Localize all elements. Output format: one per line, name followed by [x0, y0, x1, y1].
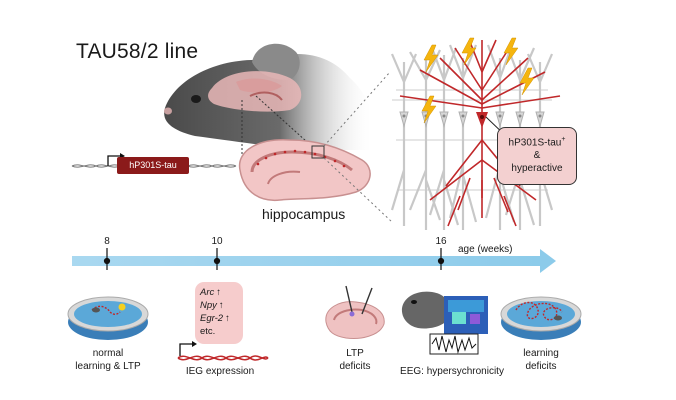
ieg-gene-row: Arc↑ [200, 286, 230, 299]
caption-normal: normal learning & LTP [63, 348, 153, 373]
up-arrow-icon: ↑ [218, 300, 224, 311]
zoom-lines [323, 71, 393, 223]
gene-name: Arc [200, 287, 215, 298]
tau-callout-sup: + [561, 136, 566, 143]
transgene-label: hP301S-tau [117, 157, 189, 174]
eeg-icon [401, 291, 488, 355]
mouse-head-illustration [164, 43, 375, 150]
tau-neuron-soma [476, 112, 488, 128]
ieg-etc: etc. [200, 326, 216, 337]
caption-ieg: IEG expression [185, 366, 255, 377]
caption-ltp-line2: deficits [339, 360, 371, 372]
water-maze-deficit-icon [500, 296, 582, 340]
diagram-title: TAU58/2 line [76, 40, 199, 63]
caption-ltp-line1: LTP [346, 348, 364, 359]
hippocampus-illustration [238, 139, 371, 202]
tau-callout-box: hP301S-tau+ & hyperactive [497, 127, 577, 185]
timeline-ticks [103, 248, 445, 270]
transgene-dna [71, 164, 237, 168]
caption-ltp: LTP deficits [325, 348, 385, 373]
caption-normal-line1: normal [92, 348, 124, 359]
neuron-field [390, 37, 561, 230]
tick-label-16: 16 [435, 236, 447, 247]
ieg-gene-row: Egr-2↑ [200, 312, 230, 325]
tau-callout-line2: & [533, 150, 541, 162]
tau-callout-line3: hyperactive [511, 163, 563, 175]
gene-name: Egr-2 [200, 313, 224, 324]
up-arrow-icon: ↑ [225, 313, 230, 324]
caption-learning-line1: learning [523, 348, 559, 359]
promoter-arrow [107, 155, 120, 166]
timeline-axis-label: age (weeks) [458, 244, 513, 255]
tau-callout-line1: hP301S-tau [508, 137, 562, 149]
water-maze-normal-icon [67, 296, 149, 340]
tick-label-10: 10 [211, 236, 223, 247]
hippocampus-label: hippocampus [262, 206, 346, 222]
up-arrow-icon: ↑ [216, 287, 221, 298]
caption-learning: learning deficits [511, 348, 571, 373]
ltp-slice-icon [325, 285, 385, 339]
timeline-arrow [72, 249, 556, 273]
caption-learning-line2: deficits [525, 360, 557, 372]
gene-name: Npy [200, 300, 217, 311]
ieg-gene-row: Npy↑ [200, 299, 230, 312]
ieg-promoter-arrow [179, 343, 192, 356]
tick-label-8: 8 [104, 236, 110, 247]
lightning-icons [421, 37, 535, 124]
ieg-gene-box [195, 282, 243, 344]
caption-normal-line2: learning & LTP [75, 360, 141, 372]
ieg-gene-list: Arc↑ Npy↑ Egr-2↑ etc. [200, 286, 230, 338]
caption-eeg: EEG: hypersychronicity [400, 366, 504, 377]
ieg-dna-icon [177, 355, 269, 361]
